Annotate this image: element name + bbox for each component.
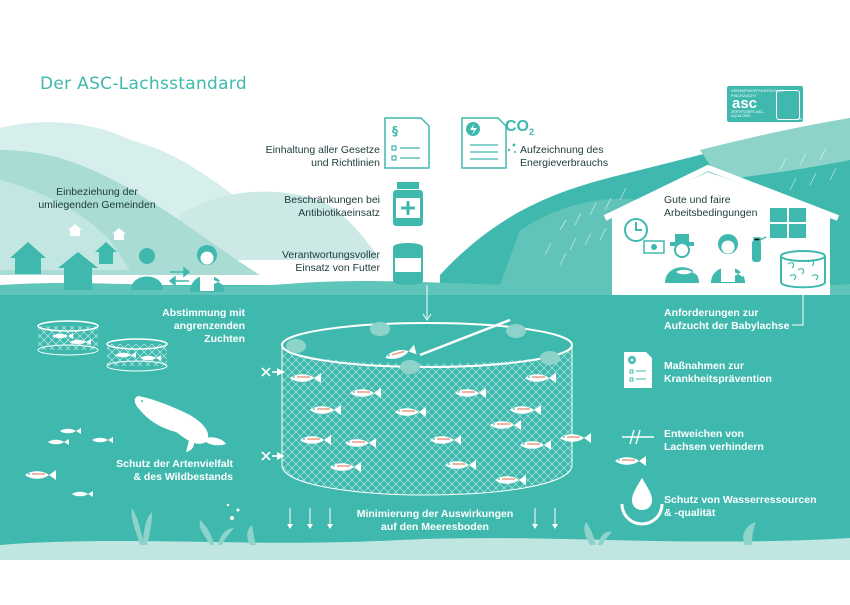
blocked-path-icon — [622, 429, 654, 445]
small-cage — [37, 320, 99, 356]
label-wasser: Schutz von Wasserressourcen & -qualität — [664, 494, 817, 519]
window-icon — [770, 208, 806, 238]
label-meeresboden: Minimierung der Auswirkungen auf den Mee… — [356, 508, 514, 533]
logo-top-text: VERANTWORTUNGSVOLLE FISCHZUCHT — [731, 88, 784, 98]
document-law-icon: § — [384, 117, 430, 169]
asc-logo: VERANTWORTUNGSVOLLE FISCHZUCHT asc ZERTI… — [727, 86, 803, 122]
co2-sub: 2 — [529, 127, 535, 138]
label-abstimmung: Abstimmung mit angrenzenden Zuchten — [162, 307, 245, 345]
small-cage — [106, 338, 168, 372]
label-gemeinden: Einbeziehung der umliegenden Gemeinden — [38, 186, 156, 211]
down-arrows — [289, 508, 556, 526]
farmer-icon — [665, 234, 699, 283]
label-gesetze: Einhaltung aller Gesetze und Richtlinien — [265, 144, 380, 169]
logo-tm: TM — [797, 117, 802, 121]
clock-icon — [624, 218, 648, 242]
water-drop-hands-icon — [620, 478, 664, 526]
logo-fish-icon — [776, 90, 800, 120]
label-antibiotika: Beschränkungen bei Antibiotikaeinsatz — [284, 194, 380, 219]
money-icon — [643, 240, 665, 254]
net-cage — [281, 322, 573, 496]
hill-texture — [544, 147, 837, 266]
hatchery-building — [603, 164, 840, 326]
house-icons — [10, 224, 126, 290]
checklist-icon — [624, 352, 652, 388]
exchange-arrows-icon — [168, 266, 191, 287]
label-energie: Aufzeichnung des Energieverbrauchs — [520, 144, 609, 169]
feed-can-icon — [393, 243, 423, 285]
label-futter: Verantwortungsvoller Einsatz von Futter — [281, 249, 380, 274]
bubbles — [226, 503, 240, 520]
medicine-bottle-icon — [393, 182, 423, 226]
energy-document-icon — [461, 117, 516, 169]
logo-brand: asc — [732, 95, 758, 112]
co2-icon: CO2 — [505, 118, 534, 137]
label-arbeit: Gute und faire Arbeitsbedingungen — [664, 194, 758, 219]
page-title: Der ASC-Lachsstandard — [40, 74, 247, 94]
coral-icon — [131, 508, 756, 545]
label-krankheit: Maßnahmen zur Krankheitsprävention — [664, 360, 772, 385]
fire-extinguisher-icon — [752, 236, 767, 262]
svg-text:§: § — [392, 124, 398, 138]
label-babylachse: Anforderungen zur Aufzucht der Babylachs… — [664, 307, 790, 332]
seal-icon — [134, 396, 226, 452]
co2-main: CO — [505, 118, 529, 135]
label-entweichen: Entweichen von Lachsen verhindern — [664, 428, 764, 453]
worker-icon — [190, 245, 224, 292]
fish-tank-icon — [780, 250, 826, 289]
feed-pipe — [419, 318, 511, 357]
logo-bottom-text: ZERTIFIZIERT ASC-AQUA.ORG — [731, 110, 765, 118]
worker-icon — [711, 234, 745, 283]
farmer-icon — [131, 248, 163, 290]
label-artenvielfalt: Schutz der Artenvielfalt & des Wildbesta… — [116, 458, 233, 483]
